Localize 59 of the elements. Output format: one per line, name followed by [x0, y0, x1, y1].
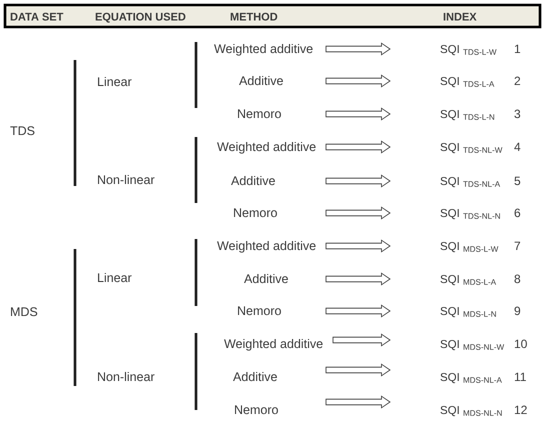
index-label: SQI $_{TDS-L-N}$: [440, 110, 494, 120]
block-arrow: [326, 140, 391, 154]
index-label: SQI $_{MDS-L-N}$: [440, 306, 496, 318]
block-arrow: [326, 206, 391, 220]
row-number: 5: [514, 176, 520, 186]
method-label: Additive: [244, 274, 288, 284]
method-label: Nemoro: [234, 208, 277, 218]
method-label: Weighted additive: [214, 44, 313, 56]
header-band: [4, 4, 542, 28]
group-label: Non-linear: [98, 174, 154, 184]
method-label: Additive: [233, 372, 277, 382]
group-label: Linear: [98, 76, 132, 86]
method-label: Nemoro: [235, 405, 278, 414]
index-label: SQI $_{TDS-L-W}$: [440, 44, 496, 56]
index-label: SQI $_{TDS-NL-N}$: [440, 208, 500, 220]
method-label: Weighted additive: [217, 240, 316, 253]
row-number: 1: [514, 44, 520, 53]
index-label: SQI $_{TDS-NL-W}$: [440, 142, 502, 154]
index-label: SQI $_{MDS-NL-A}$: [440, 372, 502, 384]
row-number: 9: [514, 306, 520, 316]
block-arrow: [332, 333, 391, 347]
index-label: SQI $_{MDS-L-A}$: [440, 274, 496, 286]
row-number: 7: [514, 242, 520, 250]
index-label: SQI $_{TDS-L-A}$: [440, 76, 494, 88]
group-label: Non-linear: [98, 372, 154, 382]
method-label: Additive: [231, 176, 275, 186]
method-label: Additive: [239, 76, 283, 86]
block-arrow: [326, 174, 391, 188]
block-arrow: [326, 74, 391, 88]
block-arrow: [326, 272, 391, 286]
method-label: Nemoro: [238, 306, 281, 316]
index-label: SQI $_{MDS-NL-N}$: [440, 406, 502, 416]
block-arrow: [326, 395, 391, 409]
method-label: Weighted additive: [224, 338, 323, 351]
column-header: DATA SET: [10, 12, 64, 21]
block-arrow: [326, 304, 391, 318]
column-header: METHOD: [230, 12, 278, 21]
row-number: 3: [514, 110, 520, 118]
row-number: 8: [514, 274, 520, 284]
row-number: 2: [514, 76, 520, 85]
column-header: EQUATION USED: [96, 12, 186, 23]
index-label: SQI $_{MDS-L-W}$: [440, 242, 498, 252]
group-label: Linear: [98, 272, 132, 282]
row-number: 11: [514, 372, 526, 381]
method-label: Weighted additive: [217, 142, 316, 154]
method-label: Nemoro: [238, 109, 281, 118]
block-arrow: [326, 363, 391, 377]
block-arrow: [326, 107, 391, 121]
group-label: MDS: [11, 307, 38, 316]
index-label: SQI $_{MDS-NL-W}$: [440, 340, 504, 350]
row-number: 6: [514, 208, 520, 218]
row-number: 12: [514, 406, 527, 414]
row-number: 4: [514, 142, 520, 151]
block-arrow: [326, 239, 391, 253]
group-label: TDS: [10, 126, 34, 136]
row-number: 10: [514, 340, 527, 348]
index-label: SQI $_{TDS-NL-A}$: [440, 176, 500, 188]
column-header: INDEX: [444, 12, 477, 20]
block-arrow: [326, 42, 391, 56]
